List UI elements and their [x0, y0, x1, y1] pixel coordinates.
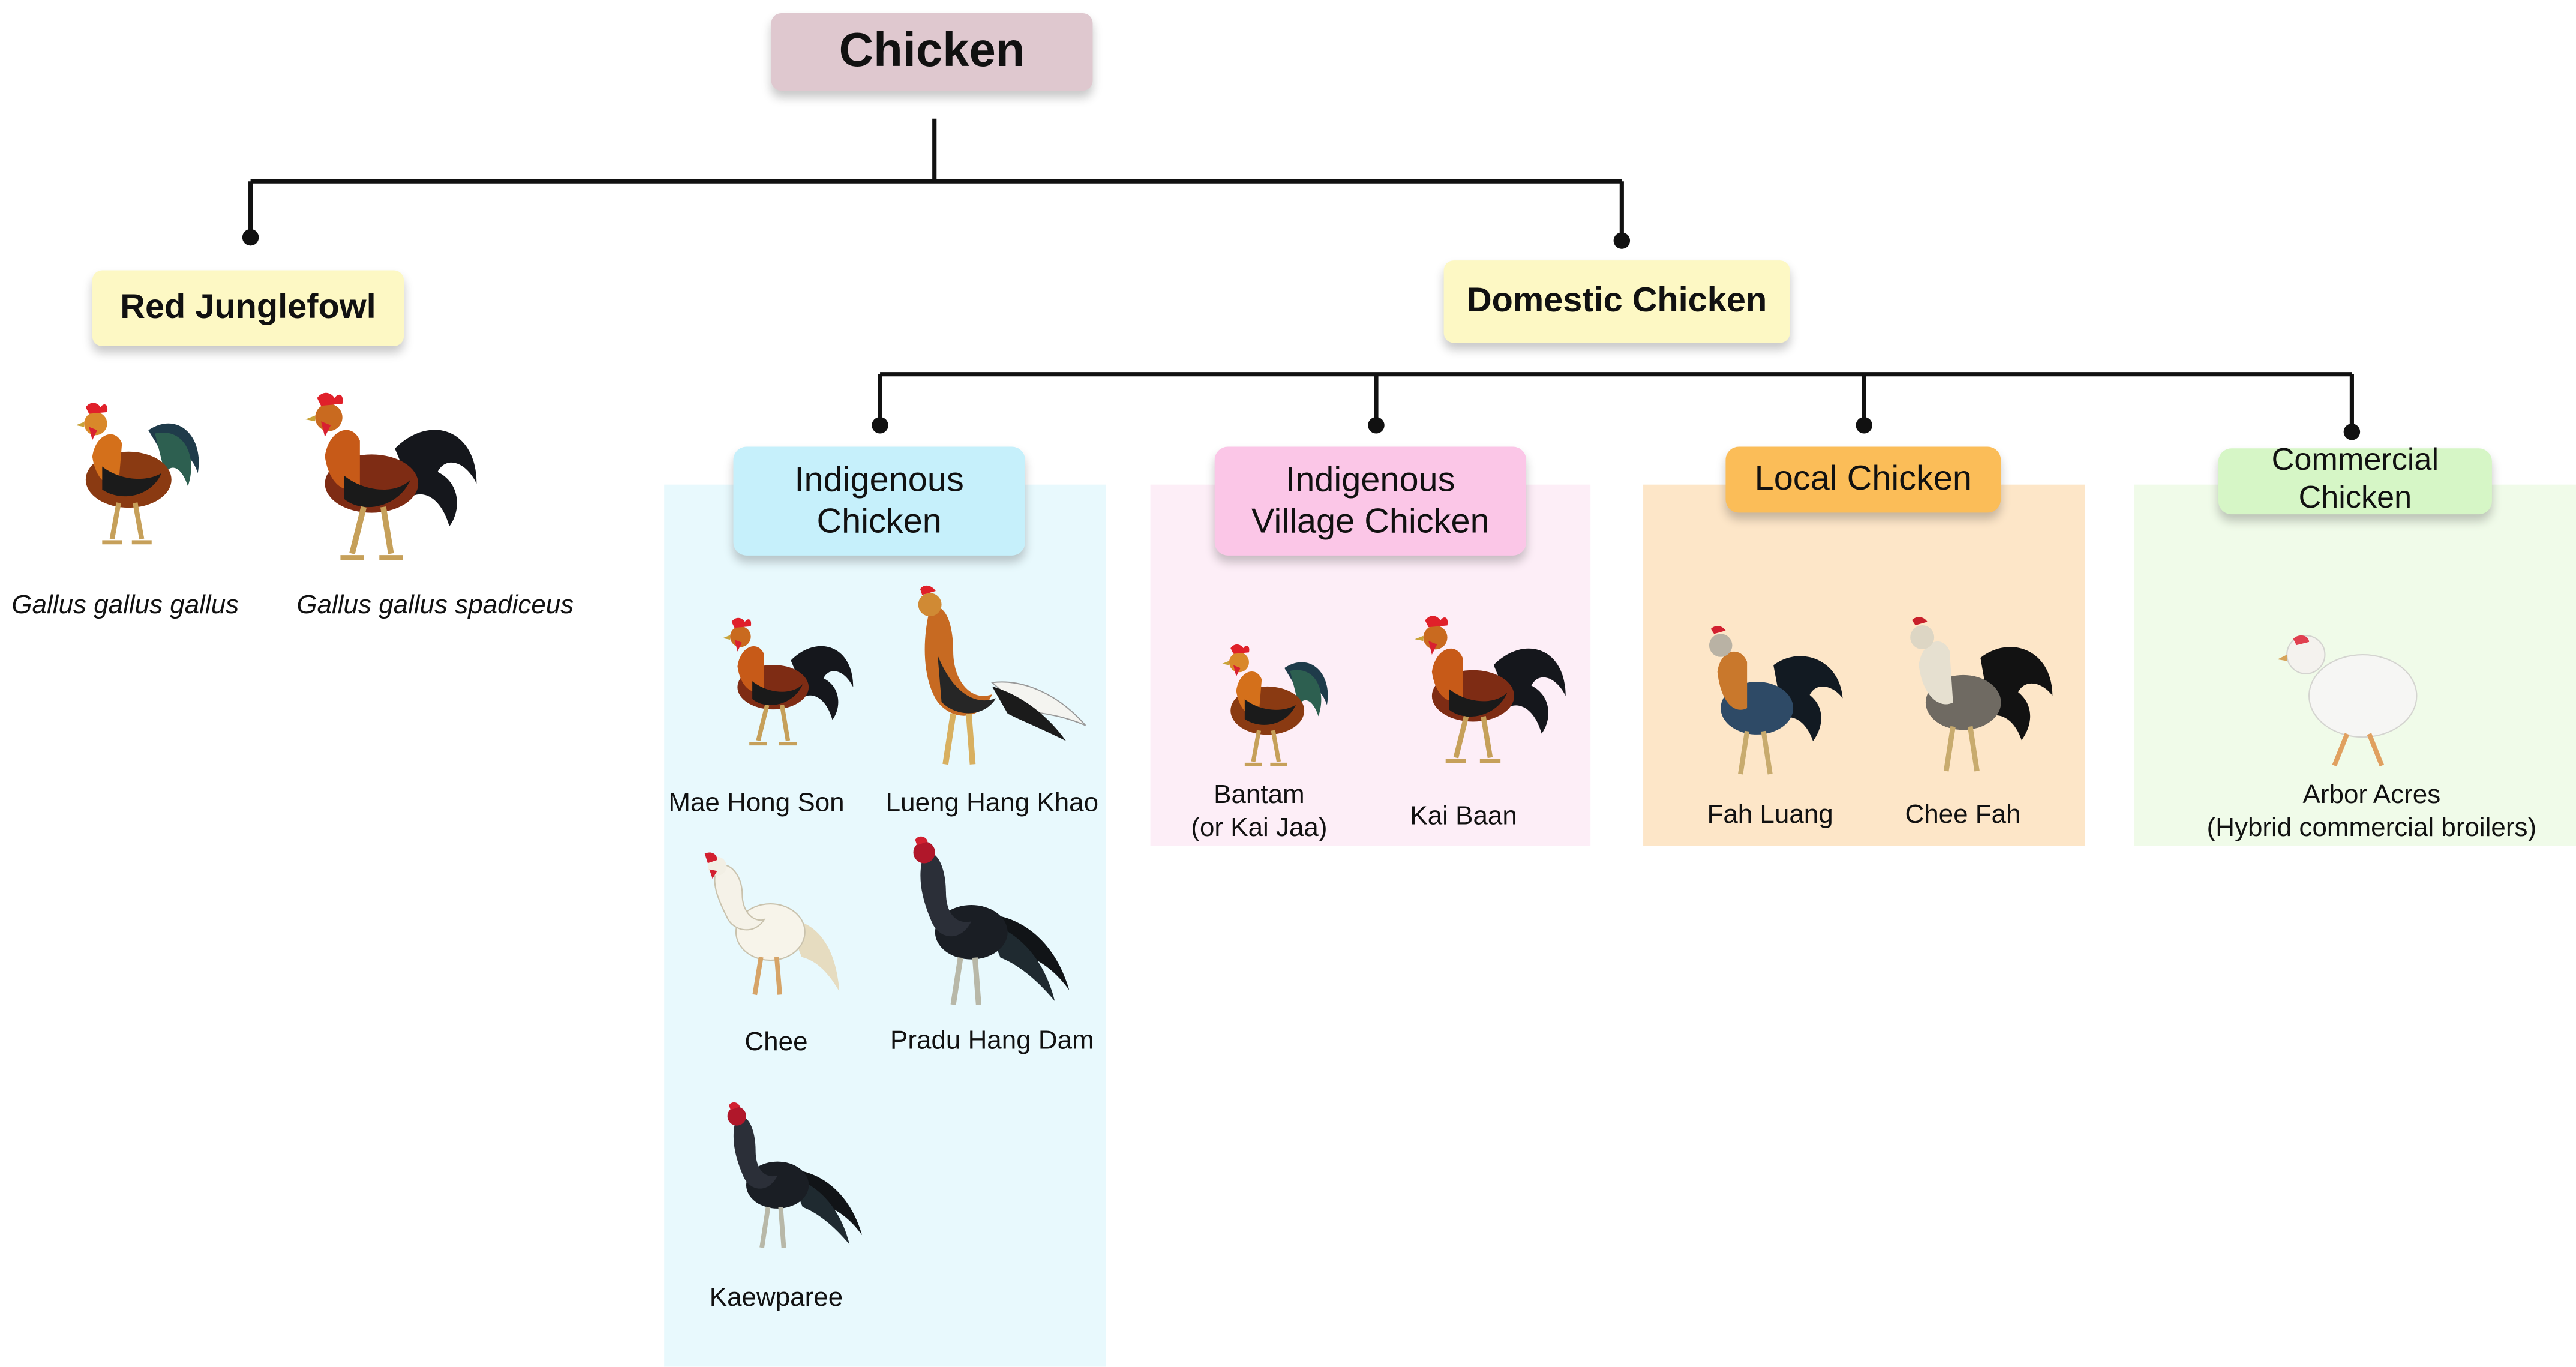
connector-dot	[1368, 417, 1385, 434]
connector-dot	[2343, 424, 2361, 440]
root-label: Chicken	[839, 25, 1025, 78]
rooster-red-white-tail-icon	[887, 585, 1098, 780]
rooster-dark-red-icon	[1385, 607, 1583, 778]
bird-label-bantam: Bantam (or Kai Jaa)	[1191, 781, 1328, 843]
rooster-grey-icon	[1879, 613, 2068, 785]
bird-label-gallus-gallus-gallus: Gallus gallus gallus	[11, 592, 239, 620]
node-red-junglefowl: Red Junglefowl	[92, 270, 404, 346]
rooster-red-icon	[46, 382, 211, 577]
bird-label-chee-fah: Chee Fah	[1905, 801, 2021, 829]
connector-dot	[1856, 417, 1872, 434]
rooster-red-black-tail-icon	[272, 382, 494, 577]
domestic-chicken-label: Domestic Chicken	[1467, 282, 1767, 321]
rooster-black-icon	[708, 1081, 865, 1276]
connector-dot	[1613, 232, 1631, 249]
bird-label-chee: Chee	[744, 1029, 808, 1057]
node-local-chicken: Local Chicken	[1725, 446, 2001, 513]
bird-label-lueng-hang-khao: Lueng Hang Khao	[885, 789, 1099, 818]
rooster-black-icon	[882, 834, 1083, 1015]
root-node-chicken: Chicken	[771, 13, 1093, 91]
connector-dot	[242, 229, 259, 246]
bird-label-fah-luang: Fah Luang	[1707, 801, 1833, 829]
bird-label-pradu-hang-dam: Pradu Hang Dam	[890, 1027, 1094, 1056]
indigenous-chicken-label-line: Indigenous	[794, 461, 964, 499]
bird-label-gallus-gallus-spadiceus: Gallus gallus spadiceus	[296, 592, 574, 620]
connector-dot	[872, 417, 888, 434]
broiler-white-icon	[2268, 620, 2433, 778]
local-chicken-label: Local Chicken	[1754, 460, 1972, 499]
node-indigenous-village-chicken: Indigenous Village Chicken	[1214, 446, 1526, 556]
node-indigenous-chicken: Indigenous Chicken	[733, 446, 1025, 556]
bird-label-arbor-acres: Arbor Acres (Hybrid commercial broilers)	[2206, 781, 2537, 843]
bird-label-kai-baan: Kai Baan	[1410, 802, 1517, 831]
rooster-white-icon	[692, 841, 849, 1011]
commercial-chicken-label-line: Chicken	[2298, 481, 2412, 516]
red-junglefowl-label: Red Junglefowl	[120, 289, 376, 328]
indigenous-village-chicken-label-line: Indigenous	[1286, 461, 1455, 499]
bird-label-kaewparee: Kaewparee	[709, 1284, 843, 1312]
commercial-chicken-label-line: Commercial	[2271, 443, 2439, 479]
rooster-red-icon	[679, 610, 885, 759]
indigenous-chicken-label-line: Chicken	[816, 502, 942, 541]
bird-label-mae-hong-son: Mae Hong Son	[668, 789, 845, 818]
rooster-bantam-icon	[1170, 640, 1365, 781]
rooster-blue-icon	[1685, 620, 1850, 790]
indigenous-village-chicken-label-line: Village Chicken	[1251, 502, 1490, 541]
node-domestic-chicken: Domestic Chicken	[1443, 260, 1790, 343]
node-commercial-chicken: Commercial Chicken	[2218, 444, 2492, 516]
